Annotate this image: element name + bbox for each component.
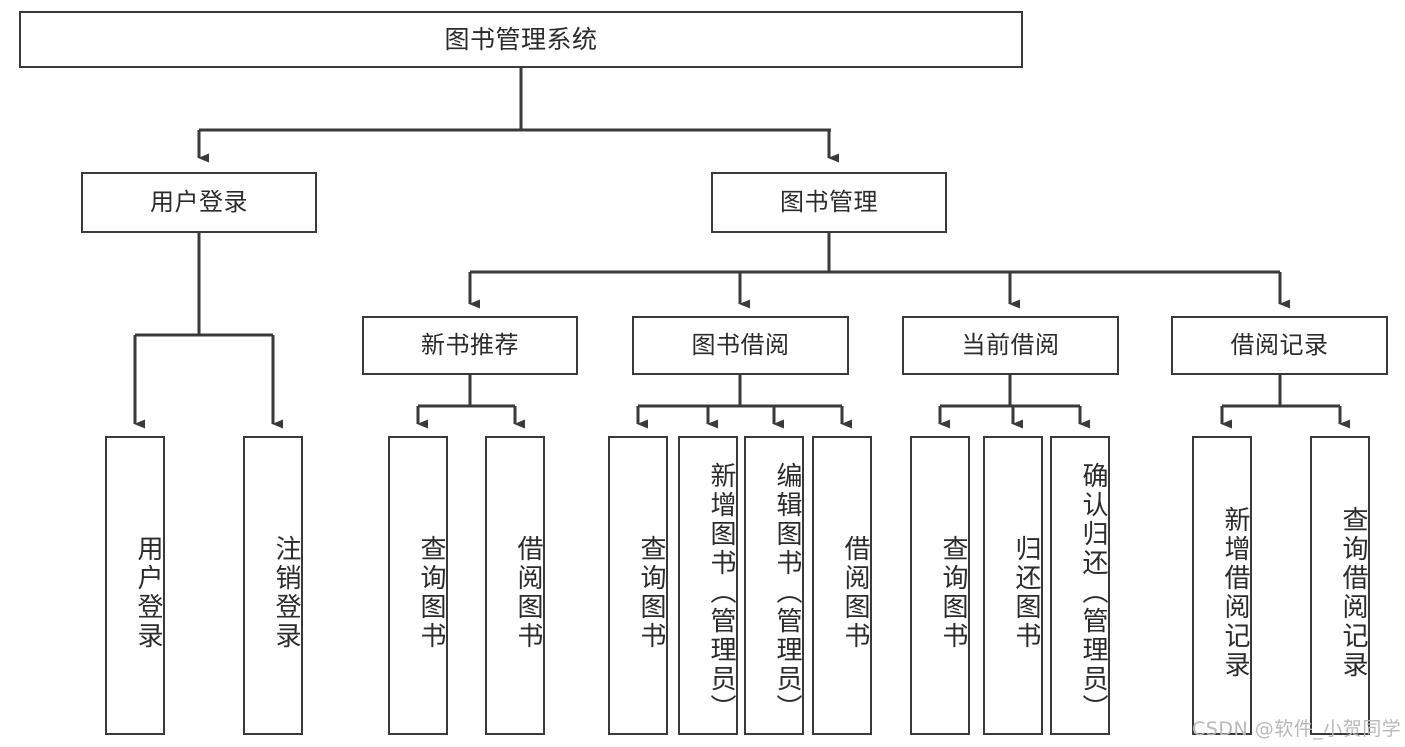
leaf-node-label: 确认归还（管理员） — [1078, 462, 1108, 723]
node-book-borrow-label: 图书借阅 — [691, 331, 790, 360]
leaf-node[interactable]: 查询图书 — [910, 436, 970, 735]
leaf-node[interactable]: 新增图书（管理员） — [678, 436, 738, 735]
leaf-node[interactable]: 确认归还（管理员） — [1050, 436, 1110, 735]
leaf-node-label: 查询图书 — [416, 534, 446, 651]
leaf-node[interactable]: 用户登录 — [105, 436, 165, 735]
node-book-management[interactable]: 图书管理 — [711, 172, 947, 233]
leaf-node-label: 查询借阅记录 — [1338, 505, 1368, 680]
leaf-node[interactable]: 借阅图书 — [812, 436, 872, 735]
node-current-borrow[interactable]: 当前借阅 — [902, 316, 1119, 375]
node-current-borrow-label: 当前借阅 — [961, 331, 1060, 360]
leaf-node-label: 查询图书 — [636, 534, 666, 651]
leaf-node-label: 用户登录 — [133, 534, 163, 651]
leaf-node[interactable]: 注销登录 — [243, 436, 303, 735]
csdn-watermark: CSDN @软件_小贺同学 — [1192, 718, 1402, 740]
node-book-borrow[interactable]: 图书借阅 — [632, 316, 849, 375]
node-new-book-recommend-label: 新书推荐 — [421, 331, 519, 360]
leaf-node-label: 编辑图书（管理员） — [772, 462, 802, 723]
leaf-node[interactable]: 查询借阅记录 — [1310, 436, 1370, 735]
leaf-node[interactable]: 借阅图书 — [485, 436, 545, 735]
leaf-node-label: 新增借阅记录 — [1220, 505, 1250, 680]
leaf-node[interactable]: 新增借阅记录 — [1192, 436, 1252, 735]
leaf-node-label: 借阅图书 — [513, 534, 543, 651]
node-borrow-record-label: 借阅记录 — [1230, 331, 1329, 360]
leaf-node-label: 注销登录 — [271, 534, 301, 651]
node-new-book-recommend[interactable]: 新书推荐 — [362, 316, 578, 375]
leaf-node-label: 新增图书（管理员） — [706, 462, 736, 723]
node-user-login[interactable]: 用户登录 — [81, 172, 317, 233]
leaf-node-label: 归还图书 — [1011, 534, 1041, 651]
leaf-node[interactable]: 编辑图书（管理员） — [744, 436, 804, 735]
node-root[interactable]: 图书管理系统 — [19, 11, 1023, 68]
node-root-label: 图书管理系统 — [444, 24, 598, 54]
node-book-management-label: 图书管理 — [780, 188, 878, 217]
node-borrow-record[interactable]: 借阅记录 — [1171, 316, 1388, 375]
leaf-node[interactable]: 查询图书 — [608, 436, 668, 735]
leaf-node-label: 借阅图书 — [840, 534, 870, 651]
leaf-node[interactable]: 归还图书 — [983, 436, 1043, 735]
node-user-login-label: 用户登录 — [150, 188, 248, 217]
leaf-node-label: 查询图书 — [938, 534, 968, 651]
leaf-node[interactable]: 查询图书 — [388, 436, 448, 735]
